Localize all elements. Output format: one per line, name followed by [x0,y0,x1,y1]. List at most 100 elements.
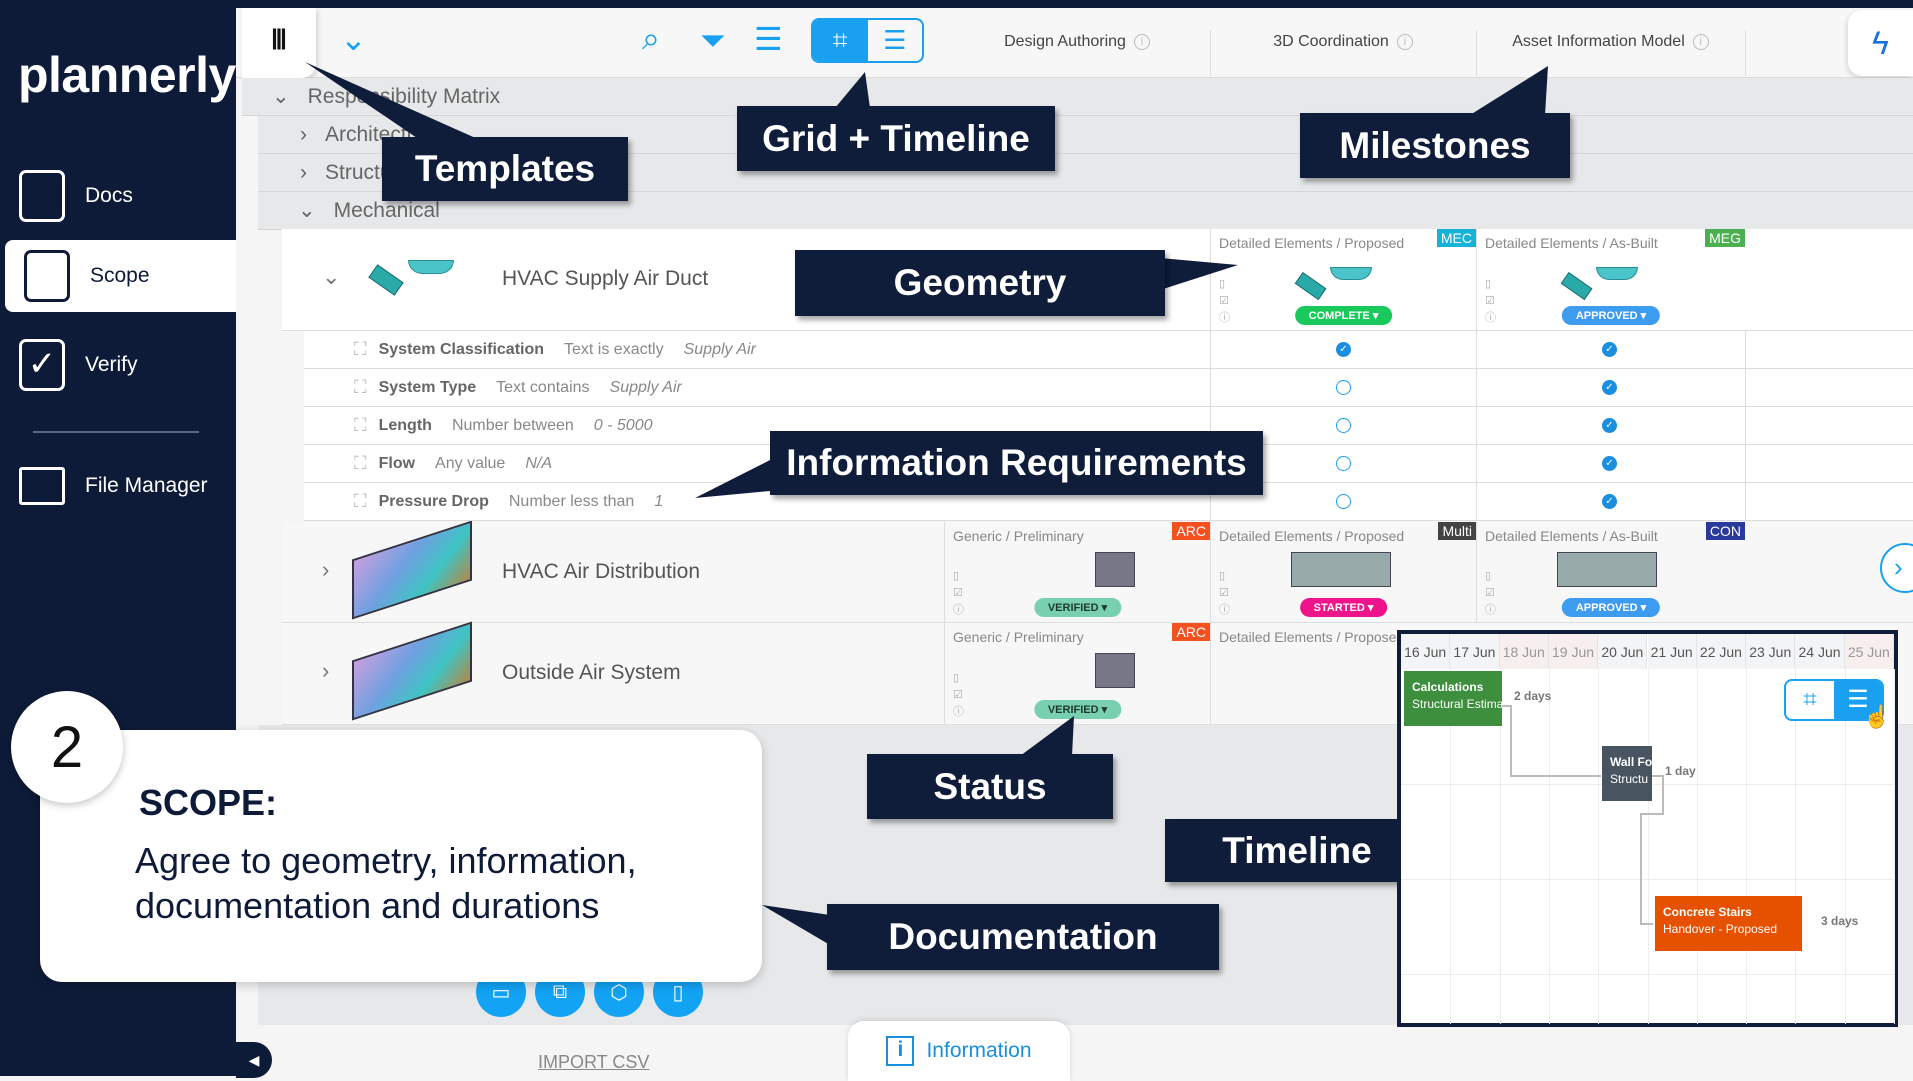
chevron-down-icon: ⌄ [272,85,290,108]
status-badge[interactable]: VERIFIED ▾ [1033,598,1122,617]
sidebar-item-label: File Manager [85,474,208,497]
unchecked-icon[interactable] [1336,494,1351,509]
milestone-cell[interactable]: Detailed Elements / Proposed [1210,623,1476,725]
sidebar-item-label: Verify [85,353,138,376]
sidebar-item-docs[interactable]: Docs [0,160,236,232]
collapse-sidebar-button[interactable]: ◀ [236,1042,272,1078]
geometry-thumbnail [1095,653,1135,688]
checked-icon[interactable]: ✓ [1602,418,1617,433]
column-divider [1745,445,1746,483]
templates-button[interactable]: 𝍫 [242,8,316,78]
task-duration: 1 day [1665,764,1696,778]
callout-information-requirements: Information Requirements [770,431,1263,495]
info-icon[interactable]: i [1396,34,1413,50]
date-column-header: 19 Jun [1548,634,1599,669]
sidebar-item-file-manager[interactable]: File Manager [0,450,236,522]
timeline-view-button[interactable]: ☰ [1834,681,1882,719]
task-subtitle: Structu [1610,772,1649,786]
chevron-down-icon[interactable]: ⌄ [340,21,367,57]
view-toggle[interactable]: ⌗ ☰ [811,18,924,63]
callout-documentation: Documentation [827,904,1219,970]
checked-icon[interactable]: ✓ [1602,342,1617,357]
status-badge[interactable]: COMPLETE ▾ [1294,306,1393,325]
unchecked-icon[interactable] [1336,418,1351,433]
import-csv-link[interactable]: IMPORT CSV [538,1052,650,1072]
checked-icon[interactable]: ✓ [1602,380,1617,395]
lightning-button[interactable]: ϟ [1848,10,1913,76]
checked-icon[interactable]: ✓ [1602,456,1617,471]
checked-icon[interactable]: ✓ [1602,494,1617,509]
column-divider [1476,369,1477,407]
document-icons[interactable]: ▯ ☑ ⓘ [953,672,964,718]
status-badge[interactable]: APPROVED ▾ [1561,306,1661,325]
scope-line: Agree to geometry, information, [135,840,637,881]
chevron-down-icon[interactable]: ⌄ [322,264,341,289]
scope-line: documentation and durations [135,885,600,926]
date-gridline [1746,669,1748,1024]
discipline-tag: Multi [1438,522,1476,540]
sidebar-divider [33,431,199,433]
tree-label: Mechanical [333,198,440,222]
library-icon: 𝍫 [271,24,286,55]
chevron-down-icon: ⌄ [298,199,316,222]
date-gridline [1499,669,1501,1024]
document-icons[interactable]: ▯ ☑ ⓘ [1219,278,1230,324]
checked-icon[interactable]: ✓ [1336,342,1351,357]
status-badge[interactable]: VERIFIED ▾ [1033,700,1122,719]
date-gridline [1598,669,1600,1024]
element-name: HVAC Air Distribution [502,559,701,583]
tree-responsibility-matrix[interactable]: ⌄Responsibility Matrix [242,78,1913,116]
document-icons[interactable]: ▯ ☑ ⓘ [1485,570,1496,616]
callout-templates: Templates [382,137,628,201]
requirement-operator: Text is exactly [564,340,664,358]
element-name: Outside Air System [502,661,681,684]
column-divider [1745,483,1746,521]
unchecked-icon[interactable] [1336,456,1351,471]
templates-pointer [305,62,480,140]
grid-view-button[interactable]: ⌗ [813,20,868,61]
chevron-right-icon[interactable]: › [322,658,330,683]
cell-header: Detailed Elements / Proposed [1219,528,1405,544]
sidebar-item-scope[interactable]: Scope [5,240,236,312]
document-icons[interactable]: ▯ ☑ ⓘ [1219,570,1230,616]
timeline-view-button[interactable]: ☰ [883,25,907,55]
sliders-icon[interactable]: ☰ [754,21,783,57]
requirement-value: 1 [654,492,664,510]
requirement-name: Flow [378,454,416,472]
filter-icon[interactable]: ⏷ [700,22,726,58]
chevron-right-icon[interactable]: › [322,556,330,582]
row-gridline [1401,974,1894,975]
search-icon[interactable]: ⌕ [642,20,660,56]
sidebar-item-verify[interactable]: ✓ Verify [0,329,236,401]
scope-icon [24,250,70,302]
status-badge[interactable]: APPROVED ▾ [1561,598,1661,617]
grid-view-button[interactable]: ⌗ [1803,686,1817,713]
verify-icon: ✓ [19,339,65,391]
column-divider [1745,331,1746,369]
document-icons[interactable]: ▯ ☑ ⓘ [953,570,964,616]
unchecked-icon[interactable] [1336,380,1351,395]
status-badge[interactable]: STARTED ▾ [1299,598,1388,617]
info-icon[interactable]: i [1692,34,1709,50]
requirement-icon: ⛶ [354,453,367,473]
info-icon[interactable]: i [1133,34,1150,50]
timeline-view-toggle[interactable]: ⌗☰ [1784,679,1884,721]
document-icons[interactable]: ▯ ☑ ⓘ [1485,278,1496,324]
